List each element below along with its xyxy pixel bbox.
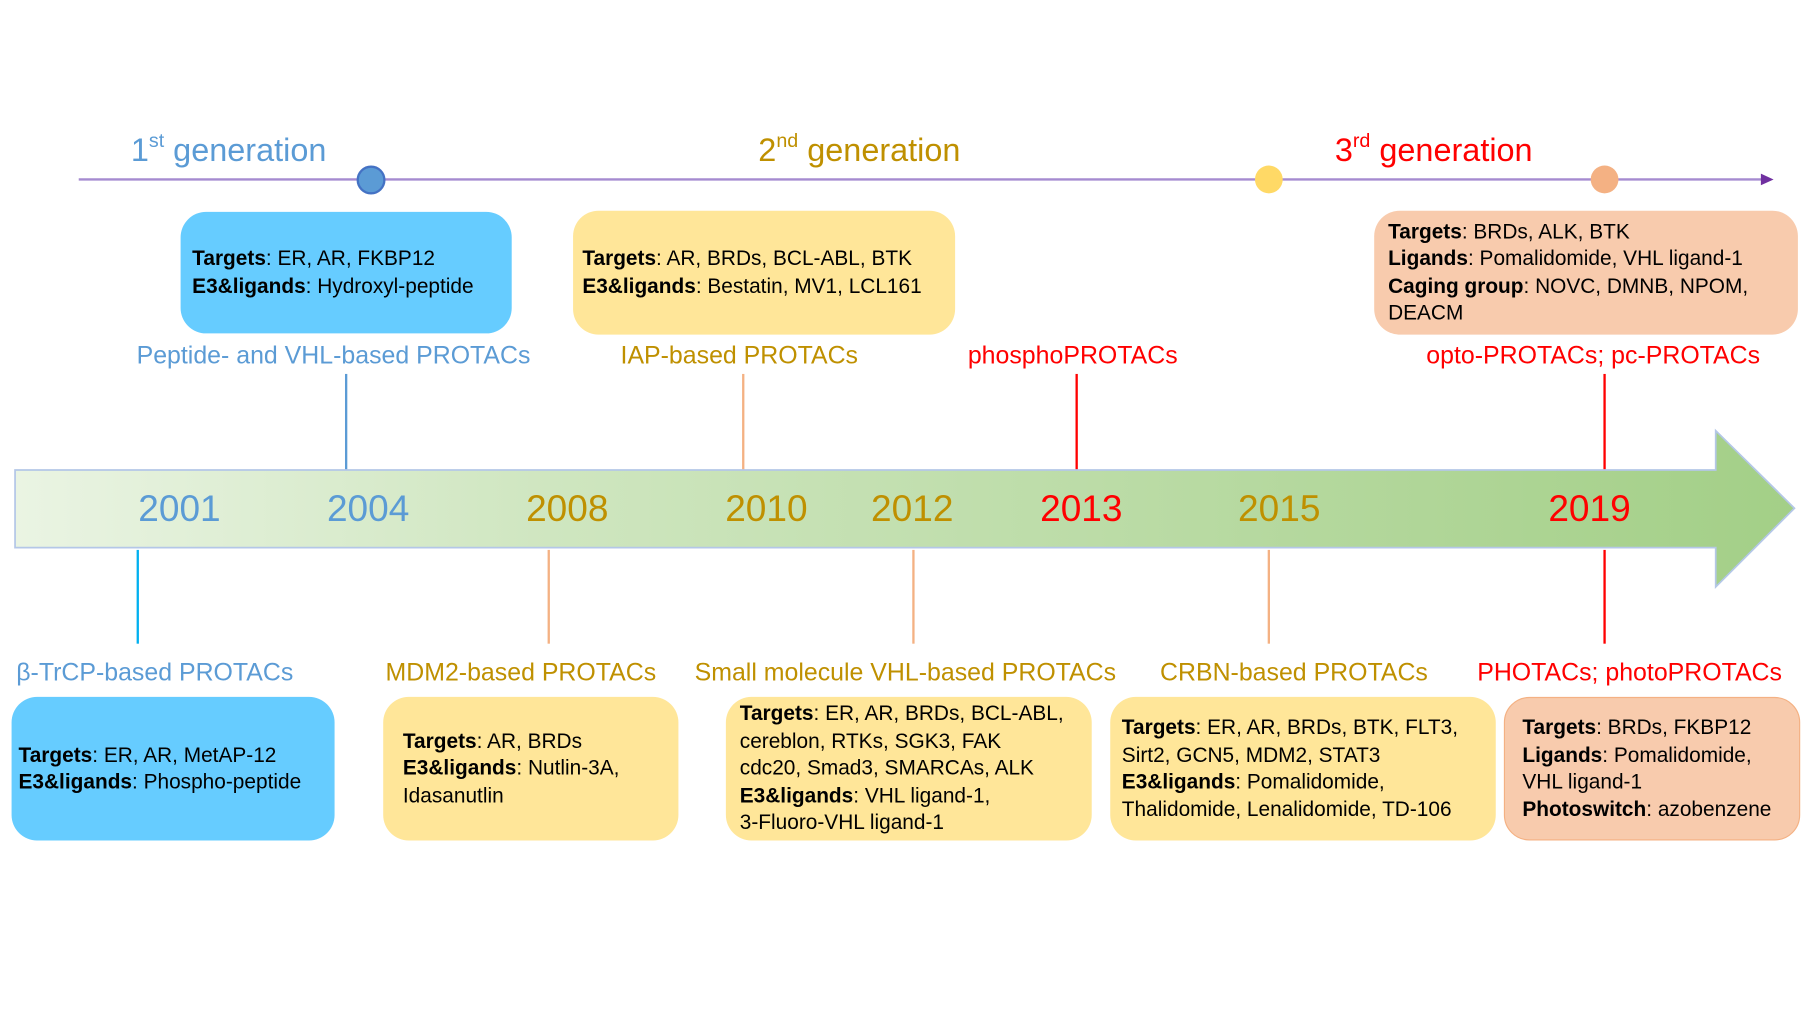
connector-line [1603, 373, 1606, 471]
connector-line [344, 373, 348, 471]
connector-line [912, 549, 915, 644]
year-2019: 2019 [1548, 487, 1631, 530]
label-mdm2: MDM2-based PROTACs [385, 658, 657, 687]
label-peptide-vhl: Peptide- and VHL-based PROTACs [136, 341, 531, 370]
year-2001: 2001 [138, 487, 221, 530]
year-2004: 2004 [326, 487, 410, 530]
iap-info-box: Targets: AR, BRDs, BCL-ABL, BTK E3&ligan… [573, 210, 956, 335]
generation-marker-1 [356, 165, 386, 195]
connector-line [1075, 373, 1078, 471]
label-photac: PHOTACs; photoPROTACs [1477, 658, 1782, 687]
generation-axis [78, 173, 1774, 186]
generation-1-label: 1st generation [130, 129, 327, 168]
generation-marker-2 [1254, 165, 1283, 194]
label-crbn: CRBN-based PROTACs [1160, 658, 1428, 687]
label-btrcp: β-TrCP-based PROTACs [16, 658, 294, 687]
year-2015: 2015 [1238, 487, 1321, 530]
btrcp-info-box: Targets: ER, AR, MetAP-12 E3&ligands: Ph… [11, 696, 335, 841]
connector-line [1603, 549, 1606, 644]
opto-info-box: Targets: BRDs, ALK, BTK Ligands: Pomalid… [1374, 210, 1798, 335]
vhl-info-box: Targets: ER, AR, BRDs, BCL-ABL, cereblon… [725, 696, 1092, 841]
year-2012: 2012 [871, 487, 954, 530]
generation-marker-3 [1590, 165, 1619, 194]
year-arrow [14, 428, 1796, 590]
peptide-vhl-info-box: Targets: ER, AR, FKBP12 E3&ligands: Hydr… [180, 211, 512, 334]
photac-info-box: Targets: BRDs, FKBP12 Ligands: Pomalidom… [1503, 696, 1801, 841]
label-small-molecule-vhl: Small molecule VHL-based PROTACs [694, 658, 1117, 687]
crbn-info-box: Targets: ER, AR, BRDs, BTK, FLT3, Sirt2,… [1110, 696, 1496, 841]
label-iap: IAP-based PROTACs [620, 341, 859, 370]
arrowhead-icon [1760, 173, 1774, 186]
generation-3-label: 3rd generation [1334, 129, 1533, 168]
generation-2-label: 2nd generation [758, 129, 961, 168]
connector-line [136, 549, 139, 644]
connector-line [1267, 549, 1270, 644]
year-2013: 2013 [1040, 487, 1123, 530]
label-phospho: phosphoPROTACs [967, 341, 1178, 370]
mdm2-info-box: Targets: AR, BRDs E3&ligands: Nutlin-3A,… [383, 696, 679, 841]
connector-line [742, 373, 745, 471]
year-2008: 2008 [526, 487, 609, 530]
year-2010: 2010 [725, 487, 808, 530]
label-opto: opto-PROTACs; pc-PROTACs [1426, 341, 1761, 370]
connector-line [547, 549, 550, 644]
